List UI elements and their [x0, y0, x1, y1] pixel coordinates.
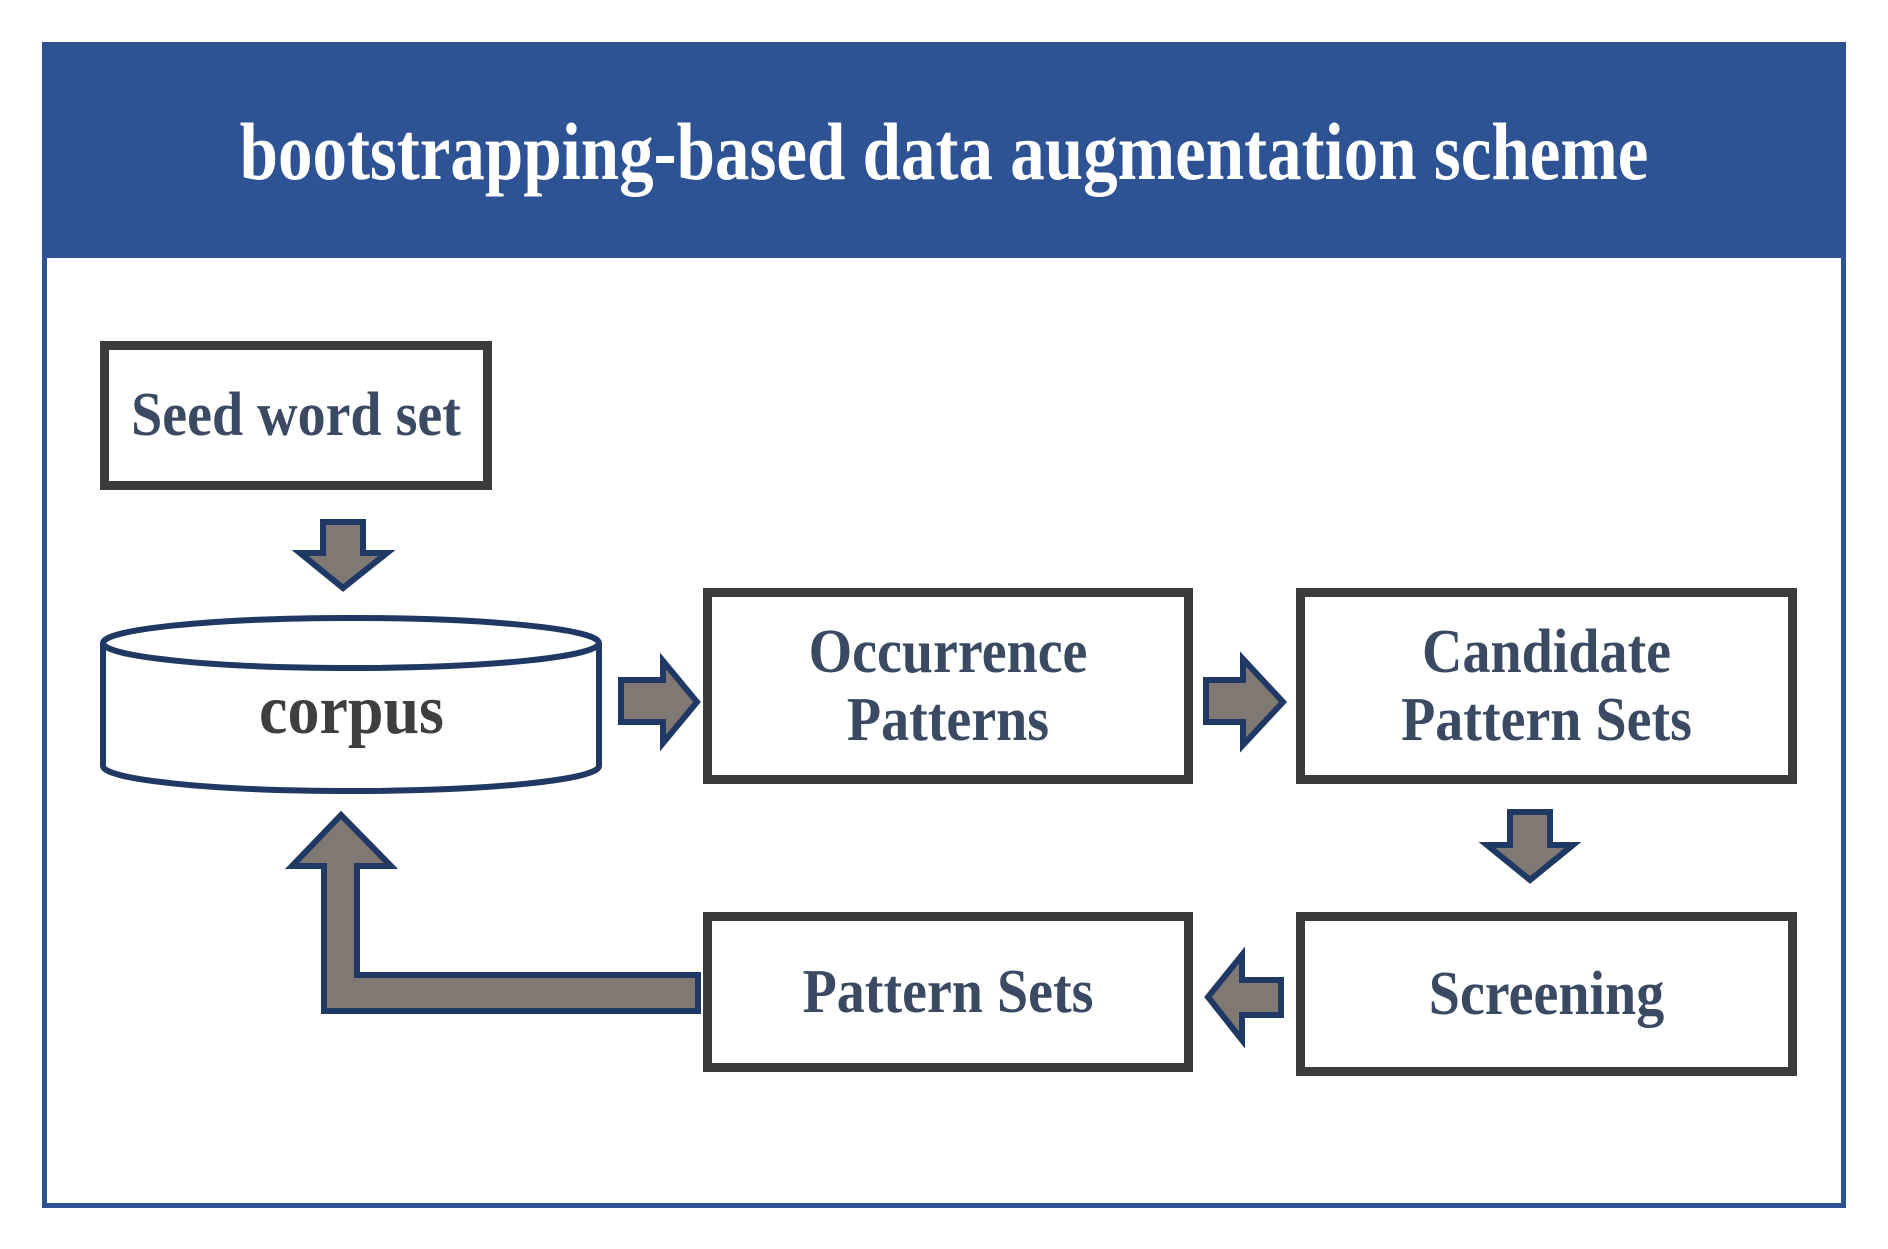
arrow-corpus-to-occurrence-icon — [618, 652, 701, 752]
arrow-seed-to-corpus-icon — [291, 519, 396, 592]
node-candidate-pattern-sets-label-line1: Candidate — [1422, 616, 1671, 687]
node-pattern-sets-label: Pattern Sets — [802, 957, 1094, 1027]
node-candidate-pattern-sets: Candidate Pattern Sets — [1296, 588, 1797, 784]
figure-header: bootstrapping-based data augmentation sc… — [47, 47, 1841, 258]
node-screening: Screening — [1296, 912, 1797, 1076]
arrow-occurrence-to-candidate-icon — [1203, 651, 1288, 753]
node-occurrence-patterns: Occurrence Patterns — [703, 588, 1193, 784]
node-candidate-pattern-sets-label-line2: Pattern Sets — [1401, 685, 1692, 755]
arrow-screening-to-pattern-sets-icon — [1204, 946, 1284, 1049]
node-seed-word-set-label: Seed word set — [131, 380, 461, 451]
node-screening-label: Screening — [1428, 959, 1665, 1029]
corpus-cylinder-body — [100, 643, 602, 794]
node-pattern-sets: Pattern Sets — [703, 912, 1193, 1072]
node-seed-word-set: Seed word set — [100, 341, 492, 490]
node-corpus-label: corpus — [259, 670, 444, 749]
arrow-candidate-to-screening-icon — [1478, 809, 1582, 884]
node-occurrence-patterns-label-line2: Patterns — [846, 685, 1050, 755]
node-occurrence-patterns-label-line1: Occurrence — [808, 616, 1088, 687]
figure-title: bootstrapping-based data augmentation sc… — [239, 107, 1649, 197]
arrow-pattern-sets-to-corpus-icon — [284, 810, 701, 1014]
corpus-cylinder-shape — [100, 615, 602, 794]
corpus-cylinder-top — [100, 615, 602, 671]
